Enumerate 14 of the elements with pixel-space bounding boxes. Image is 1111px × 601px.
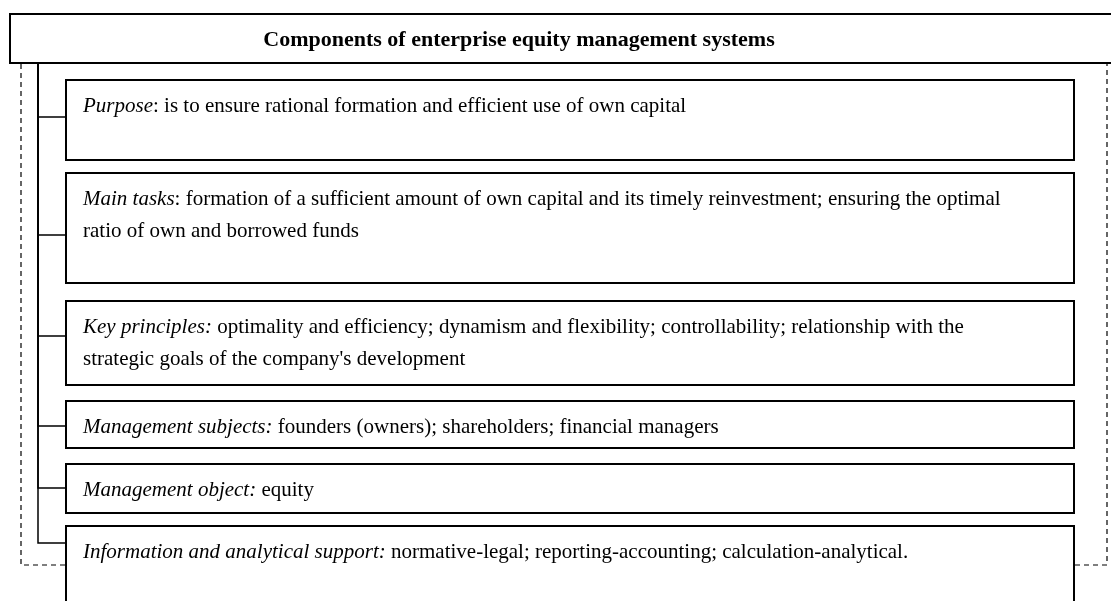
component-text: Management object: equity (83, 476, 315, 503)
component-text: Management subjects: founders (owners); shareholders; financial managers (83, 413, 720, 440)
component-text: Key principles: optimality and efficiency; dynamism and flexibility; controllability; relationship with the strategic goals of the company's development (83, 313, 965, 372)
component-text: Purpose: is to ensure rational formation and efficient use of own capital (83, 92, 688, 119)
title-box (9, 13, 1111, 64)
component-text: Main tasks: formation of a sufficient amount of own capital and its timely reinvestment; ensuring the optimal ratio of own and borrowed funds (83, 185, 1002, 244)
component-box (65, 400, 1075, 449)
component-box (65, 463, 1075, 514)
component-text: Information and analytical support: normative-legal; reporting-accounting; calculation-analytical. (83, 538, 910, 565)
component-box (65, 79, 1075, 161)
title-text: Components of enterprise equity management systems (263, 25, 775, 53)
component-box (65, 172, 1075, 284)
component-box (65, 300, 1075, 386)
component-box (65, 525, 1075, 601)
